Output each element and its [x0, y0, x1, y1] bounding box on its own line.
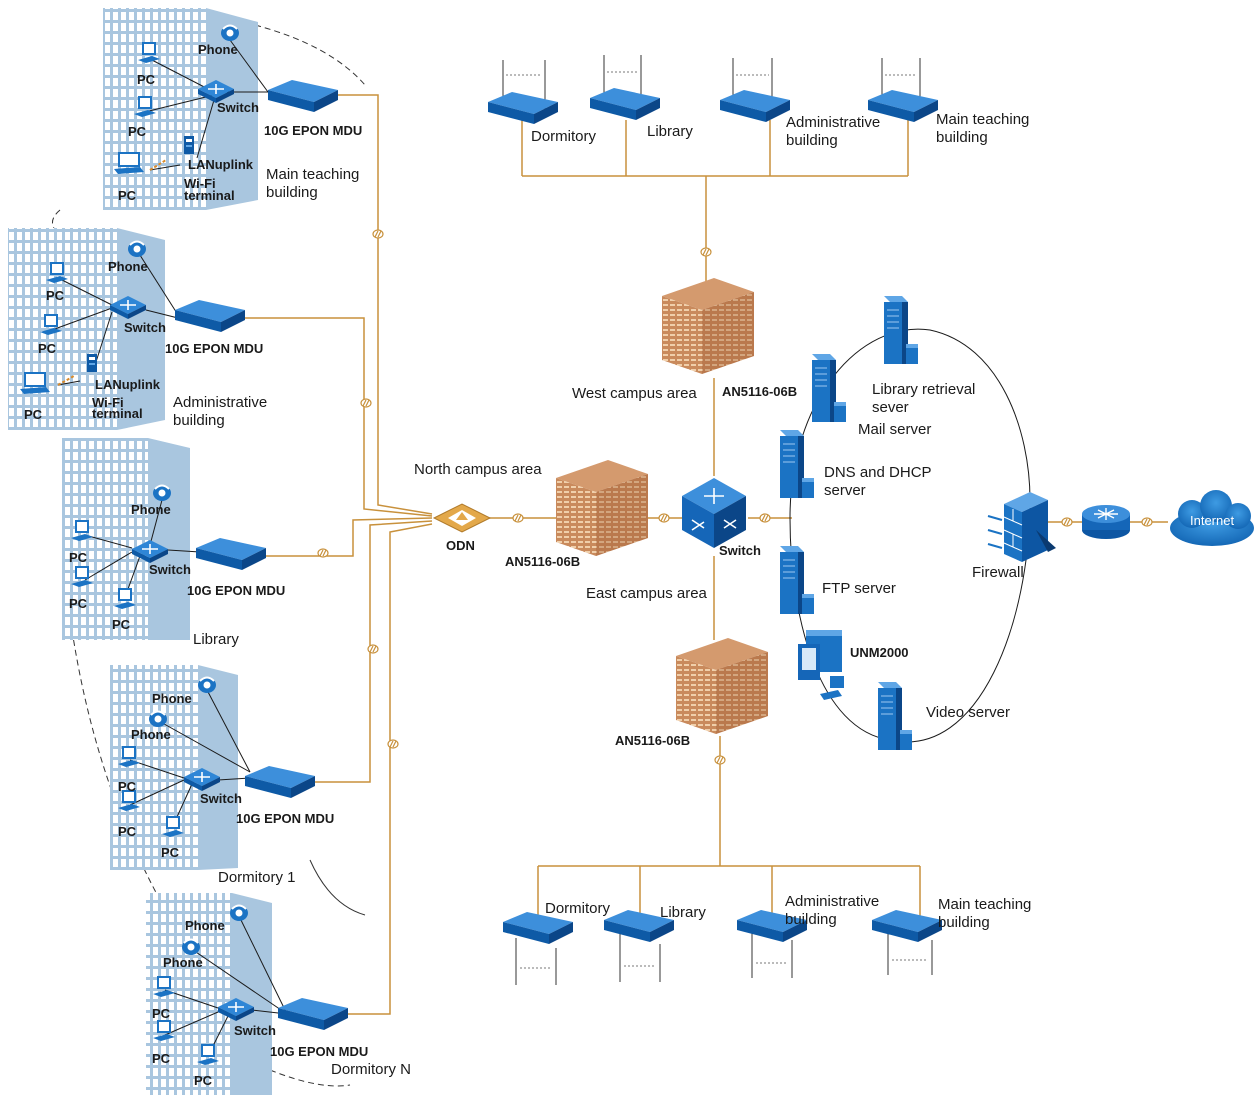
core-switch-label: Switch — [719, 543, 761, 558]
library-retrieval-label-2: sever — [872, 399, 909, 416]
building-name-main-teaching: Main teaching — [266, 166, 359, 183]
bottom-onu-main-teaching-label-2: building — [938, 914, 990, 931]
top-onu-administrative-label-2: building — [786, 132, 838, 149]
label-mdu: 10G EPON MDU — [165, 341, 263, 356]
unm2000-workstation — [798, 630, 844, 700]
mail-server-label: Mail server — [858, 421, 931, 438]
label-pc: PC — [128, 124, 147, 139]
dns-dhcp-label-2: server — [824, 482, 866, 499]
label-terminal: terminal — [184, 188, 235, 203]
label-phone: Phone — [152, 691, 192, 706]
label-pc: PC — [152, 1006, 171, 1021]
olt-north — [556, 460, 648, 556]
label-pc: PC — [46, 288, 65, 303]
top-onu-administrative-label: Administrative — [786, 114, 880, 131]
label-pc: PC — [161, 845, 180, 860]
mdu-main-teaching — [268, 80, 338, 112]
label-switch: Switch — [234, 1023, 276, 1038]
top-onu-group — [488, 55, 938, 124]
label-phone: Phone — [198, 42, 238, 57]
video-server — [877, 681, 913, 751]
firewall-label: Firewall — [972, 564, 1024, 581]
odn-label: ODN — [446, 538, 475, 553]
label-pc: PC — [112, 617, 131, 632]
label-terminal: terminal — [92, 406, 143, 421]
building-name-administrative: Administrative — [173, 394, 267, 411]
mdu-library — [196, 538, 266, 570]
building-name-dormitory-1: Dormitory 1 — [218, 869, 296, 886]
label-pc: PC — [194, 1073, 213, 1088]
dns-dhcp-label: DNS and DHCP — [824, 464, 932, 481]
label-mdu: 10G EPON MDU — [264, 123, 362, 138]
bottom-onu-administrative-label-2: building — [785, 911, 837, 928]
top-onu-dormitory-label: Dormitory — [531, 128, 597, 145]
library-retrieval-server — [883, 295, 919, 365]
bottom-onu-group — [503, 910, 942, 985]
label-switch: Switch — [149, 562, 191, 577]
odn-splitter — [432, 503, 492, 533]
video-server-label: Video server — [926, 704, 1010, 721]
ftp-server — [779, 545, 815, 615]
label-phone: Phone — [131, 727, 171, 742]
label-pc: PC — [137, 72, 156, 87]
internet-label: Internet — [1190, 513, 1234, 528]
label-mdu: 10G EPON MDU — [270, 1044, 368, 1059]
building-name-library: Library — [193, 631, 239, 648]
top-onu-main-teaching-label: Main teaching — [936, 111, 1029, 128]
label-lan-uplink: LANuplink — [95, 377, 161, 392]
olt-east-label: AN5116-06B — [615, 733, 690, 748]
label-switch: Switch — [217, 100, 259, 115]
bottom-onu-administrative-label: Administrative — [785, 893, 879, 910]
label-wifi: Wi-Fi — [92, 395, 124, 410]
mdu-dormitory-1 — [245, 766, 315, 798]
label-phone: Phone — [163, 955, 203, 970]
label-phone: Phone — [185, 918, 225, 933]
label-pc: PC — [69, 550, 88, 565]
ftp-server-label: FTP server — [822, 580, 896, 597]
east-campus-label: East campus area — [586, 585, 708, 602]
internet-cloud — [1170, 490, 1254, 546]
firewall — [987, 492, 1056, 562]
label-mdu: 10G EPON MDU — [187, 583, 285, 598]
mail-server — [811, 353, 847, 423]
olt-west-label: AN5116-06B — [722, 384, 797, 399]
router — [1082, 505, 1130, 539]
building-name-dormitory-n: Dormitory N — [331, 1061, 411, 1078]
label-mdu: 10G EPON MDU — [236, 811, 334, 826]
label-wifi: Wi-Fi — [184, 176, 216, 191]
mdu-dormitory-n — [278, 998, 348, 1030]
unm2000-label: UNM2000 — [850, 645, 909, 660]
label-pc: PC — [118, 824, 137, 839]
label-pc: PC — [24, 407, 43, 422]
fiber-feeders — [242, 94, 433, 1015]
label-switch: Switch — [124, 320, 166, 335]
mdu-administrative — [175, 300, 245, 332]
olt-north-label: AN5116-06B — [505, 554, 580, 569]
library-retrieval-label: Library retrieval — [872, 381, 975, 398]
label-pc: PC — [69, 596, 88, 611]
label-pc: PC — [38, 341, 57, 356]
label-pc: PC — [118, 188, 137, 203]
olt-east — [676, 638, 768, 734]
core-switch — [682, 478, 746, 548]
west-campus-label: West campus area — [572, 385, 697, 402]
label-phone: Phone — [108, 259, 148, 274]
label-pc: PC — [118, 779, 137, 794]
building-name-main-teaching-2: building — [266, 184, 318, 201]
bottom-onu-dormitory-label: Dormitory — [545, 900, 611, 917]
top-onu-library-label: Library — [647, 123, 693, 140]
label-switch: Switch — [200, 791, 242, 806]
label-pc: PC — [152, 1051, 171, 1066]
north-campus-label: North campus area — [414, 461, 542, 478]
building-name-administrative-2: building — [173, 412, 225, 429]
top-onu-main-teaching-label-2: building — [936, 129, 988, 146]
bottom-onu-library-label: Library — [660, 904, 706, 921]
olt-west — [662, 278, 754, 374]
dns-dhcp-server — [779, 429, 815, 499]
label-lan-uplink: LANuplink — [188, 157, 254, 172]
bottom-onu-main-teaching-label: Main teaching — [938, 896, 1031, 913]
label-phone: Phone — [131, 502, 171, 517]
